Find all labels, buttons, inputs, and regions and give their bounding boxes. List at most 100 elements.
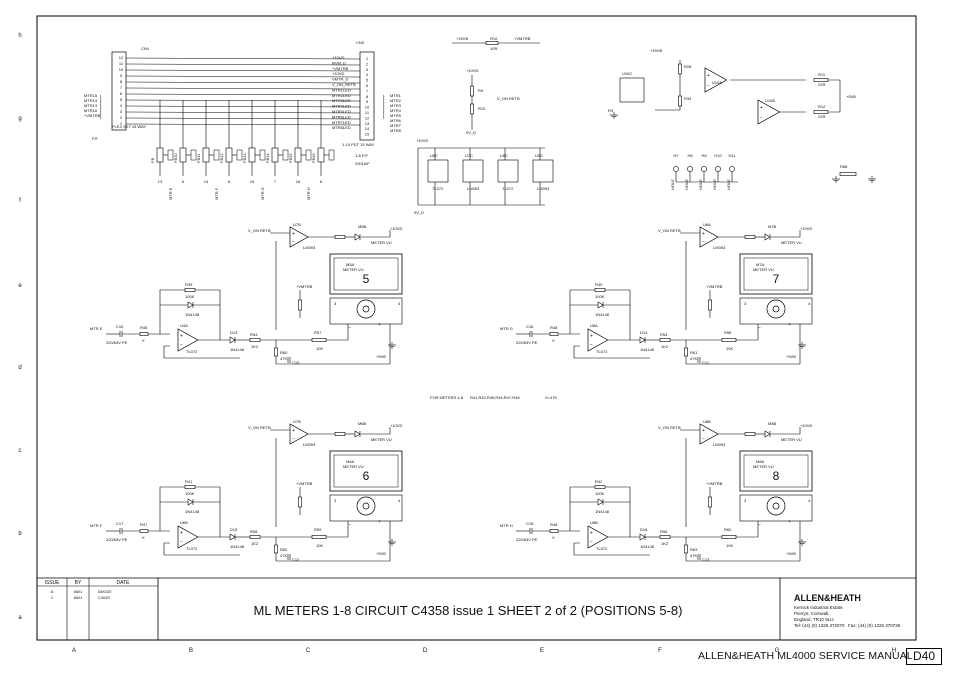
meter-channel-8-fb-diode (597, 498, 604, 506)
meter-channel-7-out-diode-type: 1N4148 (640, 347, 655, 352)
meter-channel-7-meter-movement (766, 299, 786, 319)
meter-channel-6-out-diode-type: 1N4148 (230, 544, 245, 549)
meter-channel-8-r-in (549, 529, 559, 533)
meter-channel-7-rectifier-opamp (587, 328, 609, 352)
meter-channel-7-r-in-val: X (552, 338, 555, 343)
wire (125, 105, 361, 108)
mounting-hole (673, 166, 679, 172)
meter-channel-7-meter-type: METER VU (753, 267, 774, 272)
net-0vd-b: 0V_D (414, 210, 424, 215)
meter-channel-8-input: MTR H (500, 523, 513, 528)
meter-channel-8-r-out (659, 535, 671, 539)
phone: Tel: (44) (0) 1326 372070 (794, 623, 845, 628)
meter-channel-8-cap2-ref: C13 (702, 557, 710, 562)
grid-col-D: D (423, 648, 428, 654)
meter-channel-5-pin4: 4 (398, 301, 401, 306)
ic-package-U7C (462, 159, 484, 183)
right-side-net-label: MTR1 (390, 93, 402, 98)
meter-channel-5-comp-type: LM393 (303, 245, 316, 250)
meter-channel-8-fb-diode-type: 1N4148 (595, 509, 610, 514)
hole-ref-H8: H8 (687, 153, 693, 158)
opamp-u10b (757, 99, 781, 125)
meter-channel-6-meter-type: METER VU (343, 464, 364, 469)
meter-channel-5-r-out-val: 1K2 (251, 344, 259, 349)
meter-channel-7-comp-type: LM393 (713, 245, 726, 250)
right-net-label: +VMTRB (332, 66, 349, 71)
manual-footer: ALLEN&HEATH ML4000 SERVICE MANUAL (698, 650, 913, 662)
meter-channel-7-input: MTR G (500, 326, 513, 331)
meter-channel-8-r-load-ref: R63 (690, 547, 698, 552)
bead-symbol (328, 149, 335, 161)
mounting-hole (687, 166, 693, 172)
grid-col-A: A (72, 648, 76, 654)
right-net-label: VMTR_D (332, 77, 349, 82)
meter-channel-6-plus: + (378, 519, 381, 525)
meter-channel-5-fb-diode-type: 1N4148 (185, 312, 200, 317)
meter-channel-6-meter-ref: M6A (346, 459, 355, 464)
meter-channel-8-meter-pivot (772, 502, 780, 510)
meter-channel-5-r-load-val: 47K (280, 356, 287, 361)
right-net-label: MTR4LED (332, 104, 351, 109)
meter-channel-7-r-load-val: 47K (690, 356, 697, 361)
meter-channel-7-r-fb-val: 100K (595, 294, 605, 299)
meter-channel-6-r-load-val: 47K (280, 553, 287, 558)
meter-channel-5-r-in (139, 332, 149, 336)
fuse-label-FB11: FB11 (196, 153, 201, 163)
left-pin-4: 4 (120, 103, 123, 108)
hole-ref-H9: H9 (701, 153, 707, 158)
ic-u10c (619, 77, 645, 103)
meter-channel-6-meter-pivot (362, 502, 370, 510)
right-pin-14: 14 (365, 126, 370, 131)
meter-channel-6-input: MTR F (90, 523, 103, 528)
meter-channel-7-led (764, 233, 771, 241)
meter-channel-5-vmtrb: +VMTRB (296, 284, 313, 289)
meter-channel-8-meter-number: 8 (773, 469, 780, 483)
meter-channel-6-pin3: 3 (334, 498, 337, 503)
fuse-bottom-label: 6 (228, 179, 231, 184)
opamp-minus: − (702, 436, 705, 442)
meter-channel-8-von: V_ON RETB (658, 425, 681, 430)
net-vmtrb: +VMTRB (514, 36, 531, 41)
net-10vd-a: +10VD (466, 68, 478, 73)
connector-right-ref2: S/H16/F (355, 161, 370, 166)
meter-channel-8-comp-ref: U8B (703, 419, 711, 424)
meter-channel-6-fb-diode-type: 1N4148 (185, 509, 200, 514)
ferrite-symbol (99, 94, 102, 120)
meter-channel-7-cap-val: 220/63V PE (516, 340, 538, 345)
meter-channel-6-pin4: 4 (398, 498, 401, 503)
right-side-net-label: MTR2 (390, 98, 402, 103)
meter-channel-5-cap-ref: C15 (116, 324, 124, 329)
meter-channel-5-r-out (249, 338, 261, 342)
meter-channel-7-r-in (549, 332, 559, 336)
meter-channel-7-fb-diode (597, 301, 604, 309)
meter-channel-5-trim-ref: R57 (314, 330, 322, 335)
meter-channel-8-opamp-type: TL072 (596, 546, 608, 551)
fuse-bottom-label: 13 (158, 179, 163, 184)
meter-channel-8-pin3: 3 (744, 498, 747, 503)
bead-symbol (305, 149, 312, 161)
meter-channel-5-r-in-ref: R45 (140, 325, 148, 330)
meter-channel-7-r-in-ref: R48 (550, 325, 558, 330)
bead-symbol (167, 149, 174, 161)
meter-channel-6-cap2-ref: C12 (292, 557, 300, 562)
r11-value: 22R (818, 82, 825, 87)
left-pin-10: 10 (119, 67, 124, 72)
meter-channel-6-cap-val: 220/63V PE (106, 537, 128, 542)
meter-channel-6-comp-type: LM393 (303, 442, 316, 447)
net-von-a: V_ON RETB (497, 96, 520, 101)
meter-channel-7-r-fb-ref: R40 (595, 282, 603, 287)
connector-left-ref: CN4 (141, 46, 150, 51)
meter-channel-6-r-in-val: X (142, 535, 145, 540)
meter-channel-7-meter-box (739, 253, 813, 295)
right-pin-6: 6 (366, 83, 369, 88)
fax: Fax: (44) (0) 1326 370736 (848, 623, 901, 628)
meter-channel-5-r-out-ref: R53 (250, 332, 258, 337)
r10-value: 10R (490, 46, 497, 51)
company-logo: ALLEN&HEATH (794, 593, 861, 603)
right-pin-5: 5 (366, 78, 369, 83)
net-5vb: +5VB (846, 94, 856, 99)
left-net-label: MTR14 (84, 98, 98, 103)
meter-channel-8-meter-ref: M8A (756, 459, 765, 464)
right-pin-4: 4 (366, 72, 369, 77)
